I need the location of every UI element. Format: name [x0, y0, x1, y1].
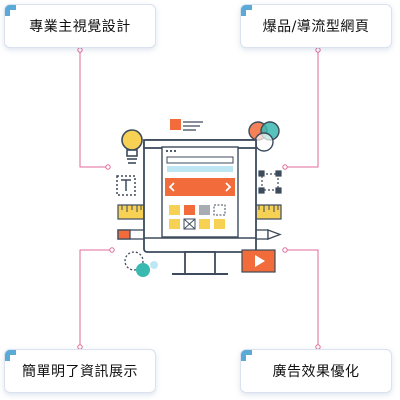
card-ad-optimization: 廣告效果優化 — [240, 349, 392, 393]
text-block-icon — [170, 119, 203, 131]
color-wheel-icon — [248, 121, 280, 152]
text-tool-icon — [116, 175, 136, 196]
selection-grid-icon — [258, 170, 282, 194]
video-player-icon — [241, 249, 276, 273]
connector-top-left — [77, 47, 111, 170]
ruler-right-icon — [254, 204, 282, 220]
connector-bottom-left — [77, 247, 115, 350]
card-label-bottom-right: 廣告效果優化 — [272, 364, 360, 380]
webpage-mockup — [161, 146, 239, 238]
ruler-left-icon — [117, 204, 145, 220]
card-label-bottom-left: 簡單明了資訊展示 — [22, 364, 138, 380]
card-label-top-left: 專業主視覺設計 — [29, 19, 131, 35]
connector-top-right — [282, 47, 321, 170]
dashed-circle-icon — [124, 251, 158, 277]
connector-bottom-right — [282, 247, 321, 350]
card-hot-product-landing-page: 爆品/導流型網頁 — [240, 4, 392, 48]
card-custom-visual-design: 專業主視覺設計 — [4, 4, 156, 48]
card-label-top-right: 爆品/導流型網頁 — [262, 19, 370, 35]
lightbulb-icon — [121, 129, 143, 164]
card-clear-info-display: 簡單明了資訊展示 — [4, 349, 156, 393]
